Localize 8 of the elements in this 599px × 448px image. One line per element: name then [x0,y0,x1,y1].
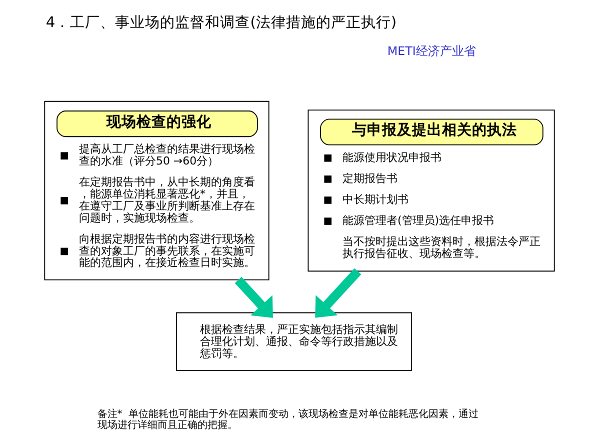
node-box: 与申报及提出相关的执法 能源使用状况申报书 定期报告书 中长期计划书 能源管理者(管理员)选任申报书 当不按时提出这些资料时，根据法令严正执行报告征收、现场检查等。 [308,110,555,272]
arrow [234,276,273,318]
node-box: 根据检查结果，严正实施包括指示其编制合理化计划、通报、命令等行政措施以及惩罚等。 [176,312,412,371]
label: METI经济产业省 [387,44,476,58]
node-box: 现场检查的强化 提高从工厂总检查的结果进行现场检查的水准（评分50 →60分） 在定期报告书中，从中长期的角度看，能源单位消耗显著恶化*，并且，在遵守工厂及事业所判断基准上存在问题时，实施现场检查。 向根据定期报告书的内容进行现场检查的对象工厂的事先联系，在实施可能的范围内，在接近检查日时实施。 [44,100,270,280]
arrow [315,268,362,318]
diagram-title: 4．工厂、事业场的监督和调查(法律措施的严正执行) [46,14,397,32]
label: 备注* 单位能耗也可能由于外在因素而变动，该现场检查是对单位能耗恶化因素，通过现场进行详细而且正确的把握。 [97,408,479,431]
